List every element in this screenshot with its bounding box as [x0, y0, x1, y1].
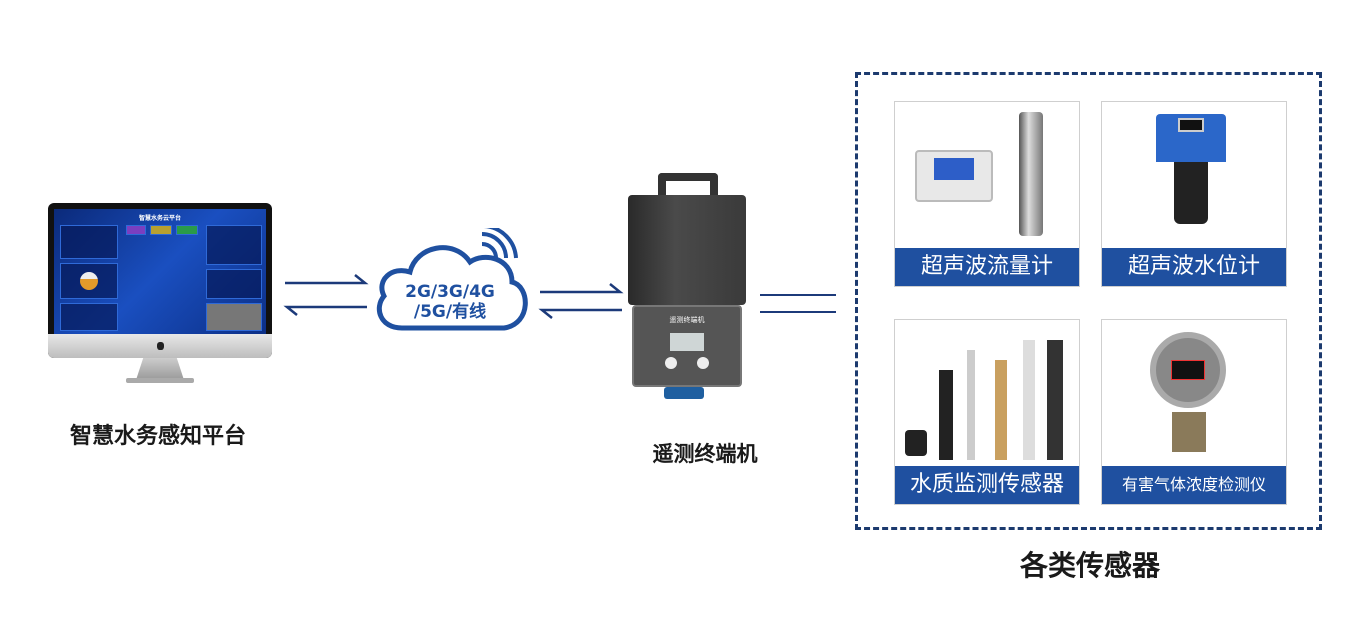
- sensors-group: [855, 72, 1322, 530]
- connector-line: [760, 311, 836, 313]
- sensor-label: 超声波水位计: [1102, 248, 1286, 286]
- monitor-stand-base: [126, 378, 194, 383]
- sensor-card-ultrasonic-flowmeter: 超声波流量计: [894, 101, 1080, 287]
- bidirectional-arrow-icon: [538, 283, 624, 319]
- platform-label: 智慧水务感知平台: [69, 424, 246, 449]
- network-line2: /5G/有线: [413, 302, 487, 322]
- terminal-label: 遥测终端机: [652, 442, 758, 466]
- sensors-group-label: 各类传感器: [1019, 549, 1160, 582]
- connector-line: [760, 294, 836, 296]
- monitor-chin: [48, 334, 272, 358]
- network-label: 2G/3G/4G /5G/有线: [380, 282, 520, 322]
- screen-title: 智慧水务云平台: [138, 215, 181, 222]
- platform-monitor: 智慧水务云平台: [48, 203, 272, 358]
- network-line1: 2G/3G/4G: [405, 282, 495, 302]
- sensor-label: 水质监测传感器: [895, 466, 1079, 504]
- cloud-network-icon: [377, 228, 528, 331]
- sensor-label: 超声波流量计: [895, 248, 1079, 286]
- monitor-stand: [136, 358, 184, 380]
- sensor-card-ultrasonic-level-meter: 超声波水位计: [1101, 101, 1287, 287]
- apple-logo-icon: [156, 342, 164, 350]
- sensor-card-water-quality: 水质监测传感器: [894, 319, 1080, 505]
- bidirectional-arrow-icon: [283, 274, 369, 316]
- terminal-panel-text: 遥测终端机: [669, 316, 705, 324]
- telemetry-terminal: 遥测终端机: [620, 165, 750, 405]
- sensor-label: 有害气体浓度检测仪: [1102, 466, 1286, 504]
- sensor-card-harmful-gas-detector: 有害气体浓度检测仪: [1101, 319, 1287, 505]
- dashboard-screen: 智慧水务云平台: [54, 209, 266, 334]
